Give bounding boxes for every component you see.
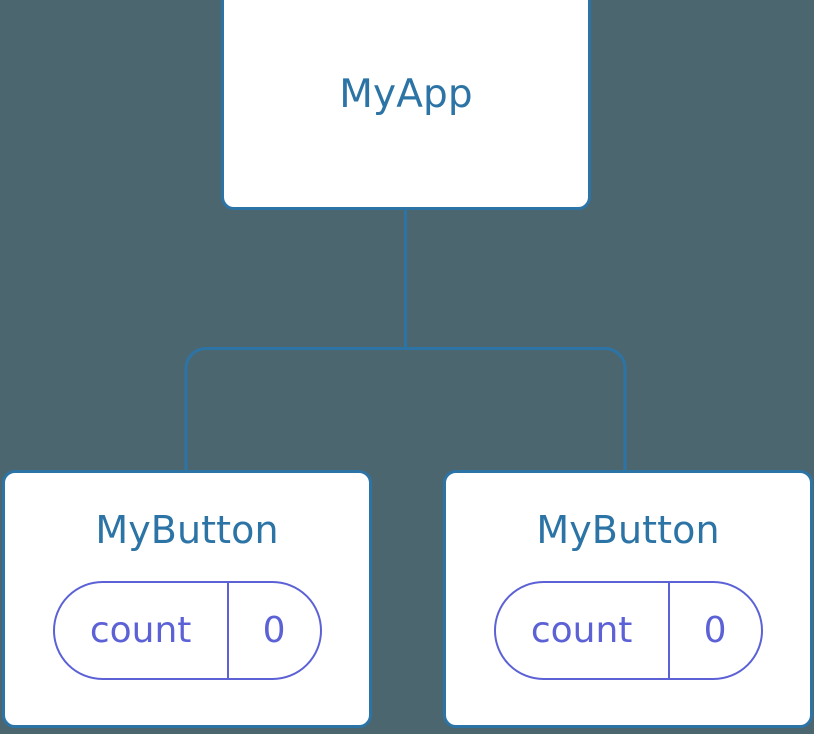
node-title: MyApp [339,71,473,117]
connector-to-left-child [184,347,406,472]
state-key: count [496,583,670,678]
node-title: MyButton [536,508,720,552]
node-title: MyButton [95,508,279,552]
node-mybutton-left[interactable]: MyButton count 0 [2,470,372,728]
node-mybutton-right[interactable]: MyButton count 0 [443,470,813,728]
connector-to-right-child [405,347,627,472]
state-value: 0 [262,609,286,651]
state-value: 0 [703,609,727,651]
state-pill[interactable]: count 0 [52,581,322,680]
state-pill[interactable]: count 0 [493,581,763,680]
node-myapp[interactable]: MyApp [221,0,591,210]
state-key: count [55,583,229,678]
